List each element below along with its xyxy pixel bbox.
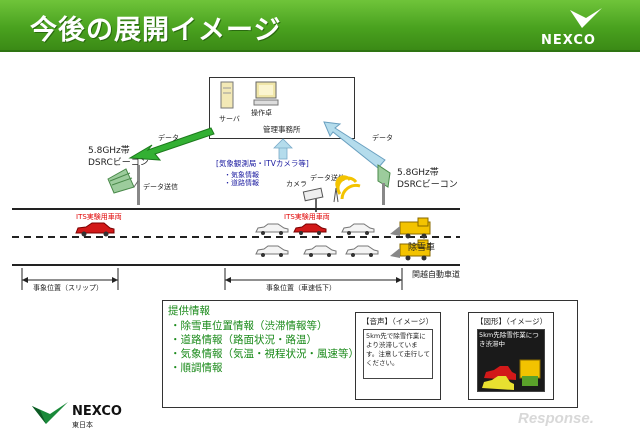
voice-message-box (363, 329, 433, 379)
info-line: ・除雪車位置情報（渋滞情報等） (170, 320, 328, 332)
snow-removal-label: 除雪車 (408, 243, 436, 253)
header-logo-text: NEXCO (541, 33, 596, 48)
console-icon (253, 81, 279, 106)
server-label: サーバ (219, 115, 240, 123)
car-icon (341, 223, 375, 235)
footer-logo-sub: 東日本 (72, 421, 93, 429)
red-car-icon (75, 222, 115, 237)
left-beacon-icon (107, 165, 140, 205)
voice-message: 5km先で除雪作業により渋滞しています。注意して走行してください。 (366, 332, 430, 367)
footer-logo-text: NEXCO (72, 404, 122, 419)
nexco-footer-logo-icon (32, 402, 68, 424)
observation-arrow-head (273, 138, 293, 149)
snowplow-icon (390, 239, 431, 261)
red-car-icon (293, 223, 327, 235)
snowplow-graphic-icon (478, 352, 544, 390)
graphic-title: 【図形】（イメージ） (476, 317, 548, 326)
blue-data-arrow (323, 121, 386, 169)
its-vehicle-label-center: ITS実験用車両 (284, 213, 330, 221)
voice-title: 【音声】（イメージ） (362, 317, 434, 326)
left-beacon-name: DSRCビーコン (88, 158, 149, 168)
page-title: 今後の展開イメージ (30, 15, 282, 46)
snowplow-icon (390, 217, 431, 239)
nexco-logo-icon (570, 8, 602, 28)
weather-sensor-icon (333, 175, 361, 203)
server-icon (220, 81, 234, 109)
observation-item: ・道路情報 (224, 179, 259, 187)
watermark: Response. (518, 410, 594, 427)
car-icon (303, 245, 337, 257)
info-line: ・道路情報（路面状況・路温） (170, 334, 317, 346)
car-icon (255, 223, 289, 235)
info-line: ・気象情報（気温・視程状況・風速等） (170, 348, 359, 360)
observation-title: [気象観測局・ITVカメラ等] (216, 159, 309, 168)
left-data-label: データ (158, 134, 179, 142)
info-title: 提供情報 (168, 305, 210, 317)
info-line: ・順調情報 (170, 362, 223, 374)
graphic-message: 5km先除雪作業につき渋滞中 (479, 331, 539, 348)
vehicle-cluster (255, 217, 431, 261)
observation-send-label: データ送信 (310, 174, 345, 182)
car-icon (255, 245, 289, 257)
road-edge-top (12, 208, 460, 210)
camera-label: カメラ (286, 180, 307, 188)
graphic-box (468, 312, 554, 400)
event-slip-label: 事象位置（スリップ） (33, 284, 103, 292)
right-beacon-band: 5.8GHz帯 (397, 168, 439, 178)
header-bar (0, 0, 640, 52)
office-name: 管理事務所 (263, 125, 301, 134)
road-edge-bottom (12, 264, 460, 266)
car-icon (345, 245, 379, 257)
left-beacon-band: 5.8GHz帯 (88, 146, 130, 156)
event-slow-label: 事象位置（車速低下） (266, 284, 336, 292)
itv-camera-icon (302, 187, 324, 212)
its-vehicle-label-left: ITS実験用車両 (76, 213, 122, 221)
right-data-label: データ (372, 134, 393, 142)
voice-box (355, 312, 441, 400)
left-send-label: データ送信 (143, 183, 178, 191)
observation-item: ・気象情報 (224, 171, 259, 179)
road-name: 関越自動車道 (412, 270, 460, 279)
green-data-arrow (128, 127, 215, 161)
console-label: 操作卓 (251, 109, 272, 117)
right-beacon-name: DSRCビーコン (397, 180, 458, 190)
right-beacon-icon (377, 164, 391, 205)
